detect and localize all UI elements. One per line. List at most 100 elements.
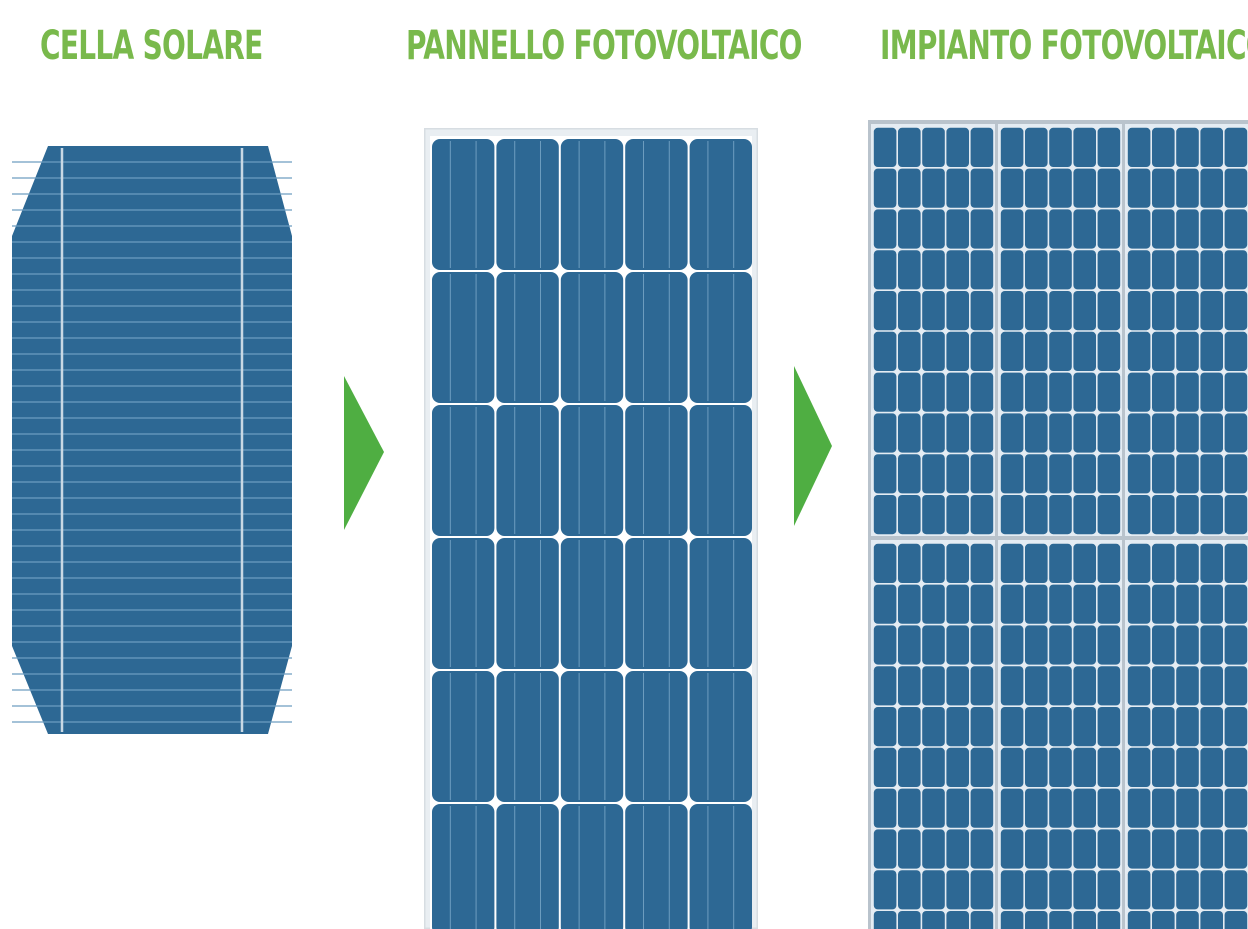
plant-cell xyxy=(922,413,945,453)
plant-cell xyxy=(970,543,994,583)
plant-cell xyxy=(1097,168,1121,208)
plant-cell xyxy=(1224,495,1248,535)
plant-cell xyxy=(1025,250,1048,290)
plant-cell xyxy=(1176,127,1199,167)
plant-cell xyxy=(1049,127,1072,167)
plant-cell xyxy=(1073,584,1096,624)
plant-cell xyxy=(1176,747,1199,787)
panel-cell xyxy=(689,139,752,270)
plant-cell xyxy=(1224,584,1248,624)
plant-cell xyxy=(1200,911,1223,929)
plant-cell xyxy=(1176,584,1199,624)
plant-cell xyxy=(1127,291,1151,331)
plant-cell xyxy=(922,372,945,412)
plant-cell xyxy=(1176,707,1199,747)
plant-cell xyxy=(1000,454,1024,494)
plant-cell xyxy=(1000,250,1024,290)
plant-cell xyxy=(1176,291,1199,331)
plant-cell xyxy=(1025,584,1048,624)
panel-cell xyxy=(560,538,624,669)
panel-cell xyxy=(625,538,688,669)
plant-cell xyxy=(1049,372,1072,412)
panel-cell xyxy=(625,139,688,270)
plant-cell xyxy=(1176,372,1199,412)
plant-cell xyxy=(1127,454,1151,494)
plant-cell xyxy=(1176,625,1199,665)
plant-cell xyxy=(1025,788,1048,828)
plant-cell xyxy=(1049,666,1072,706)
plant-cell xyxy=(1152,788,1175,828)
plant-cell xyxy=(1152,870,1175,910)
plant-cell xyxy=(1224,747,1248,787)
plant-cell xyxy=(873,666,897,706)
plant-cell xyxy=(1049,911,1072,929)
plant-cell xyxy=(922,911,945,929)
plant-cell xyxy=(970,291,994,331)
plant-cell xyxy=(1152,666,1175,706)
plant-cell xyxy=(1097,495,1121,535)
plant-cell xyxy=(970,666,994,706)
plant-cell xyxy=(1000,209,1024,249)
arrow-right-icon xyxy=(794,366,832,526)
plant-cell xyxy=(873,372,897,412)
plant-cell xyxy=(922,870,945,910)
plant-cell xyxy=(1127,707,1151,747)
plant-cell xyxy=(873,870,897,910)
plant-cell xyxy=(1000,788,1024,828)
plant-cell xyxy=(922,454,945,494)
plant-cell xyxy=(1049,495,1072,535)
plant-cell xyxy=(1152,495,1175,535)
panel-cell xyxy=(560,405,624,536)
plant-cell xyxy=(1200,747,1223,787)
plant-cell xyxy=(1049,331,1072,371)
panel-cell xyxy=(689,538,752,669)
plant-cell xyxy=(1025,543,1048,583)
plant-cell xyxy=(1152,250,1175,290)
plant-cell xyxy=(1073,788,1096,828)
plant-cell xyxy=(1200,331,1223,371)
solar-panel-illustration xyxy=(424,128,758,929)
plant-cell xyxy=(1025,168,1048,208)
title-pannello-fotovoltaico: PANNELLO FOTOVOLTAICO xyxy=(406,23,802,69)
plant-cell xyxy=(1200,788,1223,828)
panel-cell xyxy=(432,139,495,270)
plant-cell xyxy=(922,495,945,535)
plant-cell xyxy=(1224,788,1248,828)
plant-cell xyxy=(1049,788,1072,828)
plant-cell xyxy=(970,127,994,167)
plant-cell xyxy=(1097,331,1121,371)
plant-cell xyxy=(1097,911,1121,929)
plant-cell xyxy=(970,495,994,535)
plant-cell xyxy=(922,543,945,583)
plant-cell xyxy=(1127,413,1151,453)
plant-cell xyxy=(898,788,921,828)
plant-cell xyxy=(873,788,897,828)
panel-cell xyxy=(432,272,495,403)
plant-cell xyxy=(1097,870,1121,910)
plant-cell xyxy=(1224,911,1248,929)
plant-cell xyxy=(946,454,969,494)
plant-cell xyxy=(946,372,969,412)
plant-cell xyxy=(1152,168,1175,208)
plant-cell xyxy=(873,543,897,583)
plant-cell xyxy=(898,495,921,535)
plant-cell xyxy=(1200,250,1223,290)
plant-cell xyxy=(922,250,945,290)
plant-cell xyxy=(970,829,994,869)
plant-cell xyxy=(1152,331,1175,371)
plant-cell xyxy=(1049,829,1072,869)
plant-cell xyxy=(1097,625,1121,665)
plant-cell xyxy=(1097,584,1121,624)
plant-cell xyxy=(1073,331,1096,371)
plant-cell xyxy=(922,331,945,371)
plant-cell xyxy=(898,331,921,371)
plant-cell xyxy=(1000,543,1024,583)
plant-cell xyxy=(1073,454,1096,494)
plant-cell xyxy=(1025,331,1048,371)
panel-cell xyxy=(496,405,559,536)
plant-cell xyxy=(970,250,994,290)
plant-cell xyxy=(1176,666,1199,706)
plant-cell xyxy=(1000,413,1024,453)
plant-cell xyxy=(1000,625,1024,665)
plant-cell xyxy=(1049,291,1072,331)
